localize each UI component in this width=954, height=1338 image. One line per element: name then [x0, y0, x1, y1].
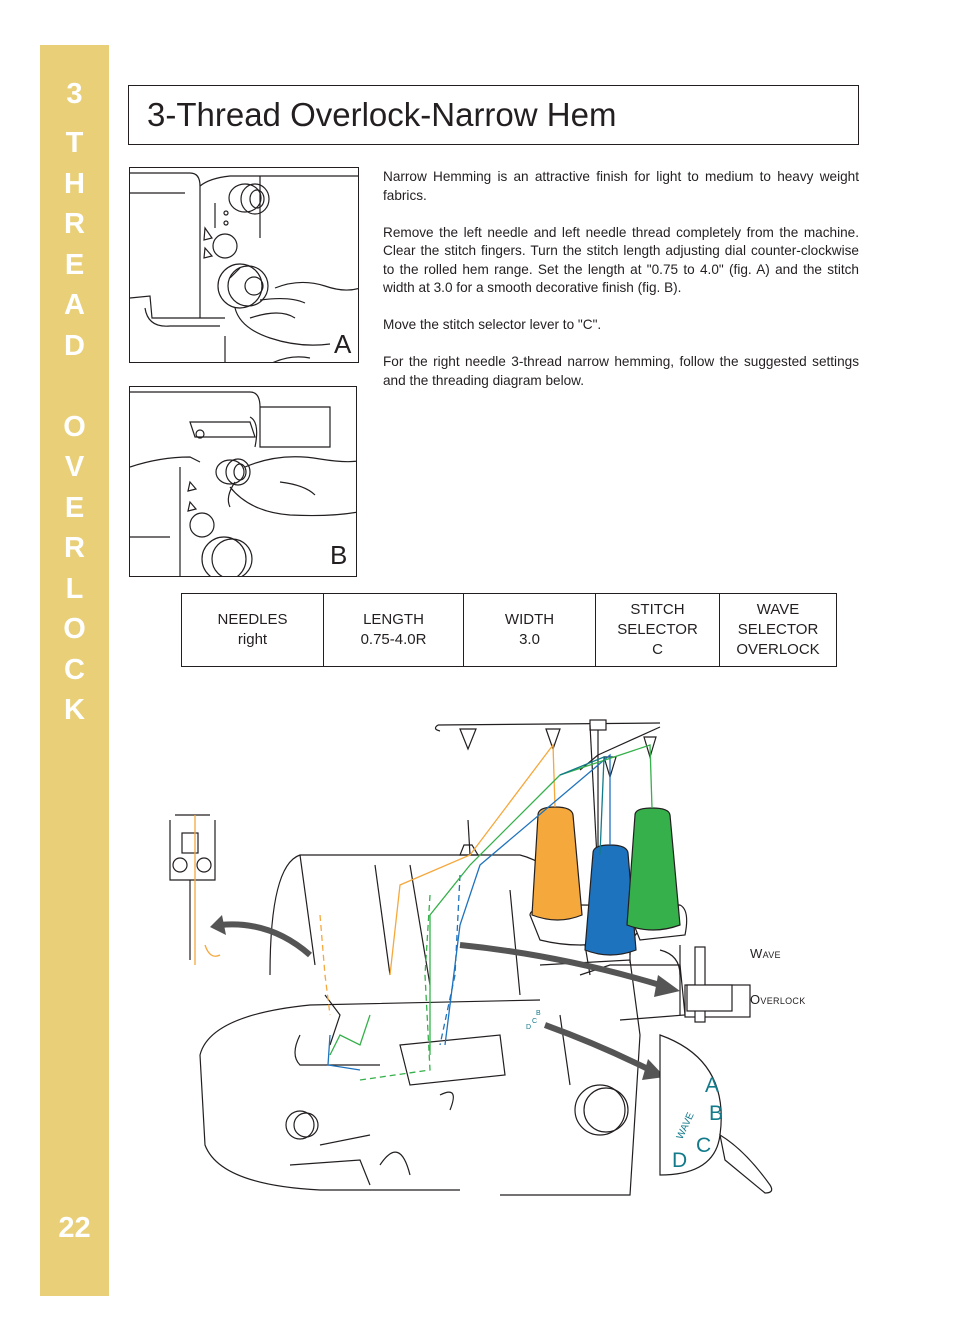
- sidebar-letter: K: [64, 694, 85, 726]
- length-value: 0.75-4.0R: [360, 631, 427, 648]
- dial-letter-b: B: [709, 1102, 723, 1125]
- figure-b: B: [129, 386, 357, 577]
- side-dial-letter-c: C: [532, 1018, 537, 1025]
- figure-a-illustration: [130, 172, 358, 362]
- wave-header-1: WAVE: [756, 601, 800, 618]
- needles-header: NEEDLES: [217, 611, 288, 628]
- threading-diagram: A B C D WAVE B C D: [169, 719, 773, 1196]
- paragraph-setup: Remove the left needle and left needle t…: [383, 224, 859, 296]
- sidebar-letter: C: [64, 653, 85, 686]
- stitch-value: C: [652, 641, 663, 658]
- settings-cell-width: WIDTH 3.0: [464, 594, 596, 666]
- settings-cell-stitch-selector: STITCH SELECTOR C: [596, 594, 720, 666]
- sidebar-letter: O: [63, 613, 86, 645]
- overlock-label: Overlock: [750, 992, 806, 1007]
- needles-value: right: [237, 631, 268, 648]
- paragraph-selector: Move the stitch selector lever to "C".: [383, 317, 602, 332]
- dial-callout-arrow: [543, 1022, 652, 1073]
- wave-value: OVERLOCK: [736, 641, 820, 658]
- paragraph-threading: For the right needle 3-thread narrow hem…: [383, 354, 859, 388]
- sidebar-letter-gap: [40, 366, 109, 407]
- chapter-number: 3: [66, 78, 83, 110]
- figure-b-label: B: [330, 540, 348, 570]
- side-dial-letter-d: D: [526, 1024, 531, 1031]
- sidebar-letter: H: [64, 167, 85, 200]
- sidebar-letter: E: [64, 491, 85, 524]
- width-value: 3.0: [519, 631, 540, 648]
- stitch-header-1: STITCH: [630, 601, 685, 618]
- sidebar-letter: E: [64, 248, 85, 281]
- page-title-box: 3-Thread Overlock-Narrow Hem: [128, 85, 859, 145]
- sidebar-letter: A: [64, 289, 85, 321]
- wave-callout-arrow: [459, 942, 661, 988]
- wave-selector-knob: [686, 946, 733, 1023]
- thread-stand-rod: [437, 722, 661, 726]
- green-spool: [626, 807, 681, 931]
- sidebar-letter: R: [64, 208, 85, 240]
- wave-label: Wave: [750, 946, 781, 961]
- figure-a: A: [129, 167, 359, 363]
- settings-cell-wave-selector: WAVE SELECTOR OVERLOCK: [720, 594, 836, 666]
- sidebar-letter: R: [64, 532, 85, 564]
- settings-cell-needles: NEEDLES right: [182, 594, 324, 666]
- length-header: LENGTH: [363, 611, 424, 628]
- settings-cell-length: LENGTH 0.75-4.0R: [324, 594, 464, 666]
- figure-b-illustration: [130, 391, 356, 576]
- sidebar-letter: V: [64, 451, 85, 483]
- page-title: 3-Thread Overlock-Narrow Hem: [147, 96, 617, 133]
- instructions-text: Narrow Hemming is an attractive finish f…: [383, 168, 859, 409]
- settings-table: NEEDLES right LENGTH 0.75-4.0R WIDTH 3.0…: [181, 593, 837, 667]
- needle-detail: [169, 814, 216, 960]
- page-number: 22: [58, 1212, 91, 1244]
- sidebar-letter: D: [64, 329, 85, 362]
- side-dial-letter-b: B: [536, 1010, 541, 1017]
- paragraph-intro: Narrow Hemming is an attractive finish f…: [383, 169, 859, 203]
- dial-letter-a: A: [705, 1074, 719, 1097]
- wave-header-2: SELECTOR: [737, 621, 819, 638]
- dial-letter-c: C: [696, 1134, 711, 1157]
- orange-spool: [531, 806, 583, 921]
- sidebar-letter: L: [65, 572, 84, 605]
- stitch-header-2: SELECTOR: [617, 621, 698, 638]
- blue-spool: [584, 844, 637, 956]
- needle-callout-arrow: [219, 921, 312, 958]
- dial-letter-d: D: [672, 1149, 687, 1172]
- figure-a-label: A: [334, 329, 352, 359]
- sidebar-letter: O: [63, 410, 86, 443]
- width-header: WIDTH: [504, 611, 555, 628]
- sidebar-letter: T: [65, 127, 84, 159]
